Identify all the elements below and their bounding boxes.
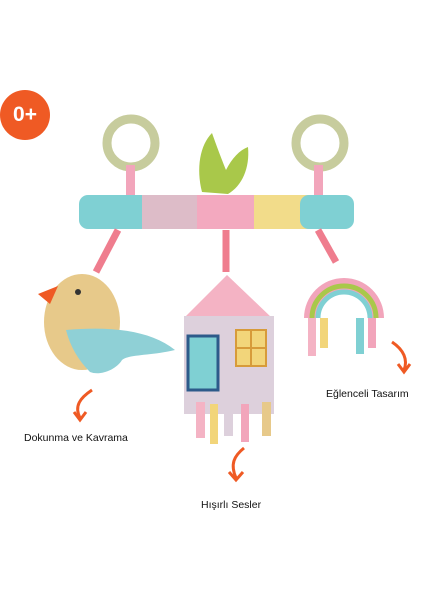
bird-toy-icon: [38, 274, 175, 374]
feature-touch-grasp: Dokunma ve Kavrama: [24, 432, 128, 444]
ring-left-icon: [102, 114, 160, 172]
rainbow-toy-icon: [304, 278, 384, 356]
activity-bar: [79, 195, 354, 229]
ring-right-ribbon: [314, 165, 323, 195]
ring-left-ribbon: [126, 165, 135, 195]
feature-crinkle-sounds: Hışırlı Sesler: [201, 499, 262, 511]
cord-bird: [92, 228, 122, 274]
age-badge: 0+: [0, 90, 50, 140]
cord-rainbow: [314, 228, 340, 264]
house-toy-icon: [184, 275, 274, 444]
arrow-left-icon: [72, 388, 93, 423]
age-badge-label: 0+: [13, 103, 37, 126]
arrow-right-icon: [391, 340, 412, 375]
ring-right-icon: [291, 114, 349, 172]
leaf-icon: [199, 133, 249, 194]
feature-fun-design: Eğlenceli Tasarım: [326, 388, 409, 400]
arrow-mid-icon: [227, 446, 245, 483]
